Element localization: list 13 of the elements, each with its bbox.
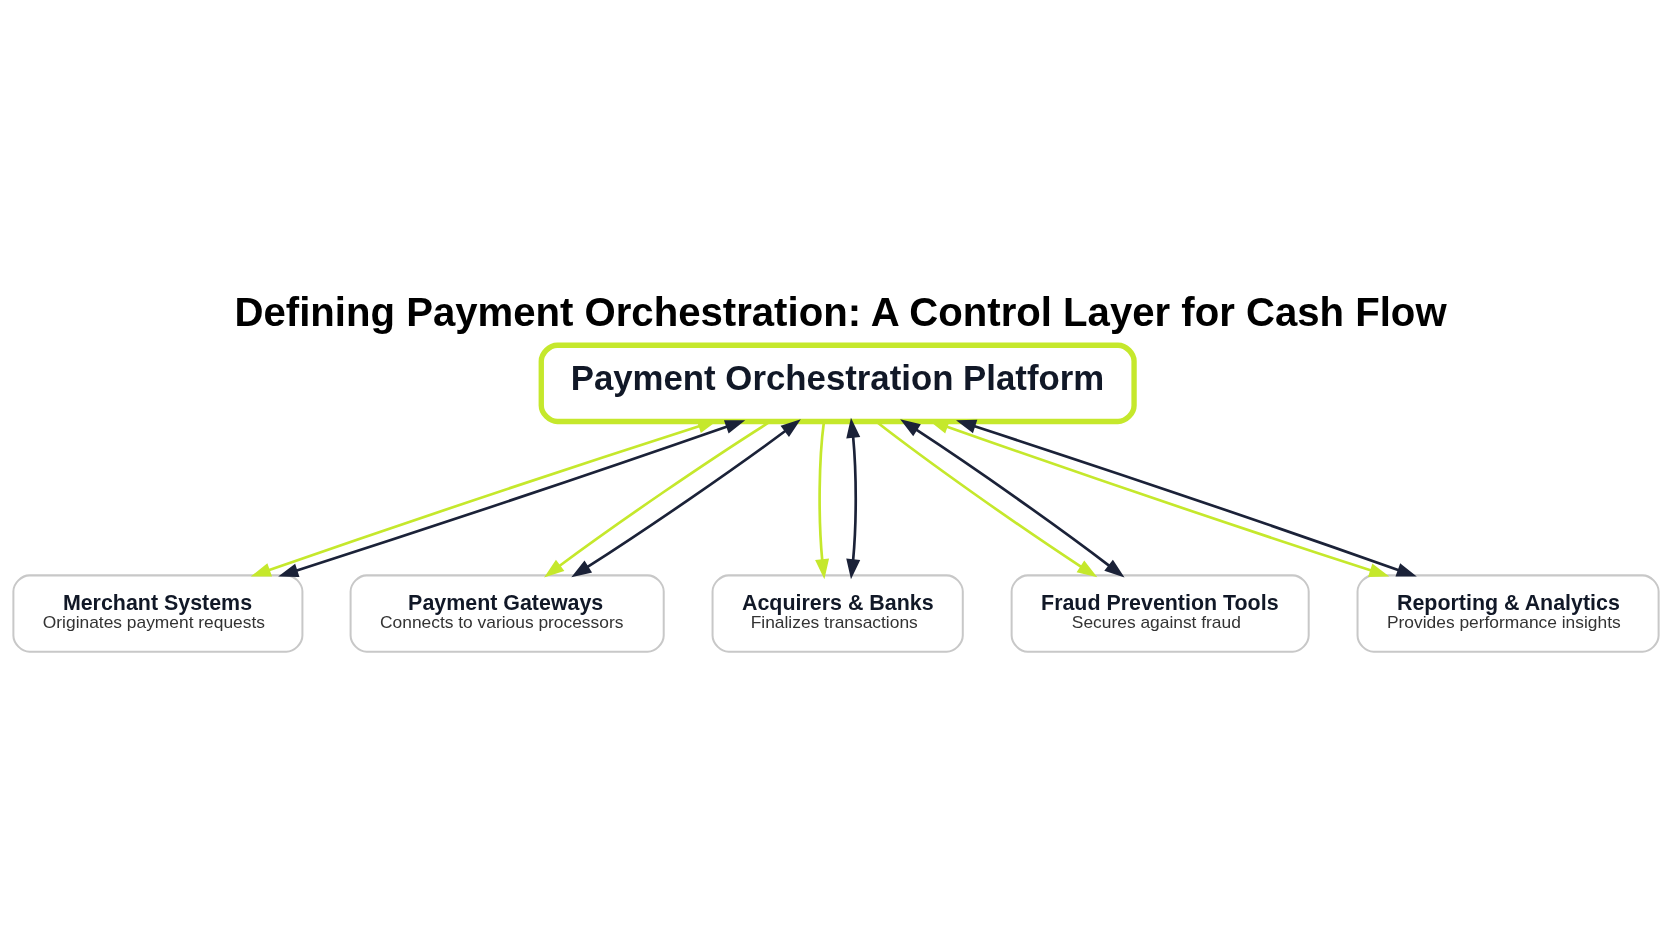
node-box: Payment Gateways Connects to various processors [349, 573, 665, 653]
arrow [571, 418, 801, 577]
node-box: Merchant Systems Originates payment requests [12, 573, 304, 653]
diagram-title: Defining Payment Orchestration: A Control Layer for Cash Flow [234, 289, 1447, 335]
arrow [875, 420, 1098, 577]
arrow [815, 421, 830, 579]
arrow [846, 417, 861, 579]
arrow [900, 418, 1125, 577]
node-box: Reporting & Analytics Provides performance insights [1356, 573, 1660, 653]
node-box: Acquirers & Banks Finalizes transactions [711, 573, 964, 653]
node-box: Payment Orchestration Platform [538, 342, 1137, 424]
arrow [544, 419, 772, 577]
node-box: Fraud Prevention Tools Secures against fraud [1010, 573, 1310, 653]
